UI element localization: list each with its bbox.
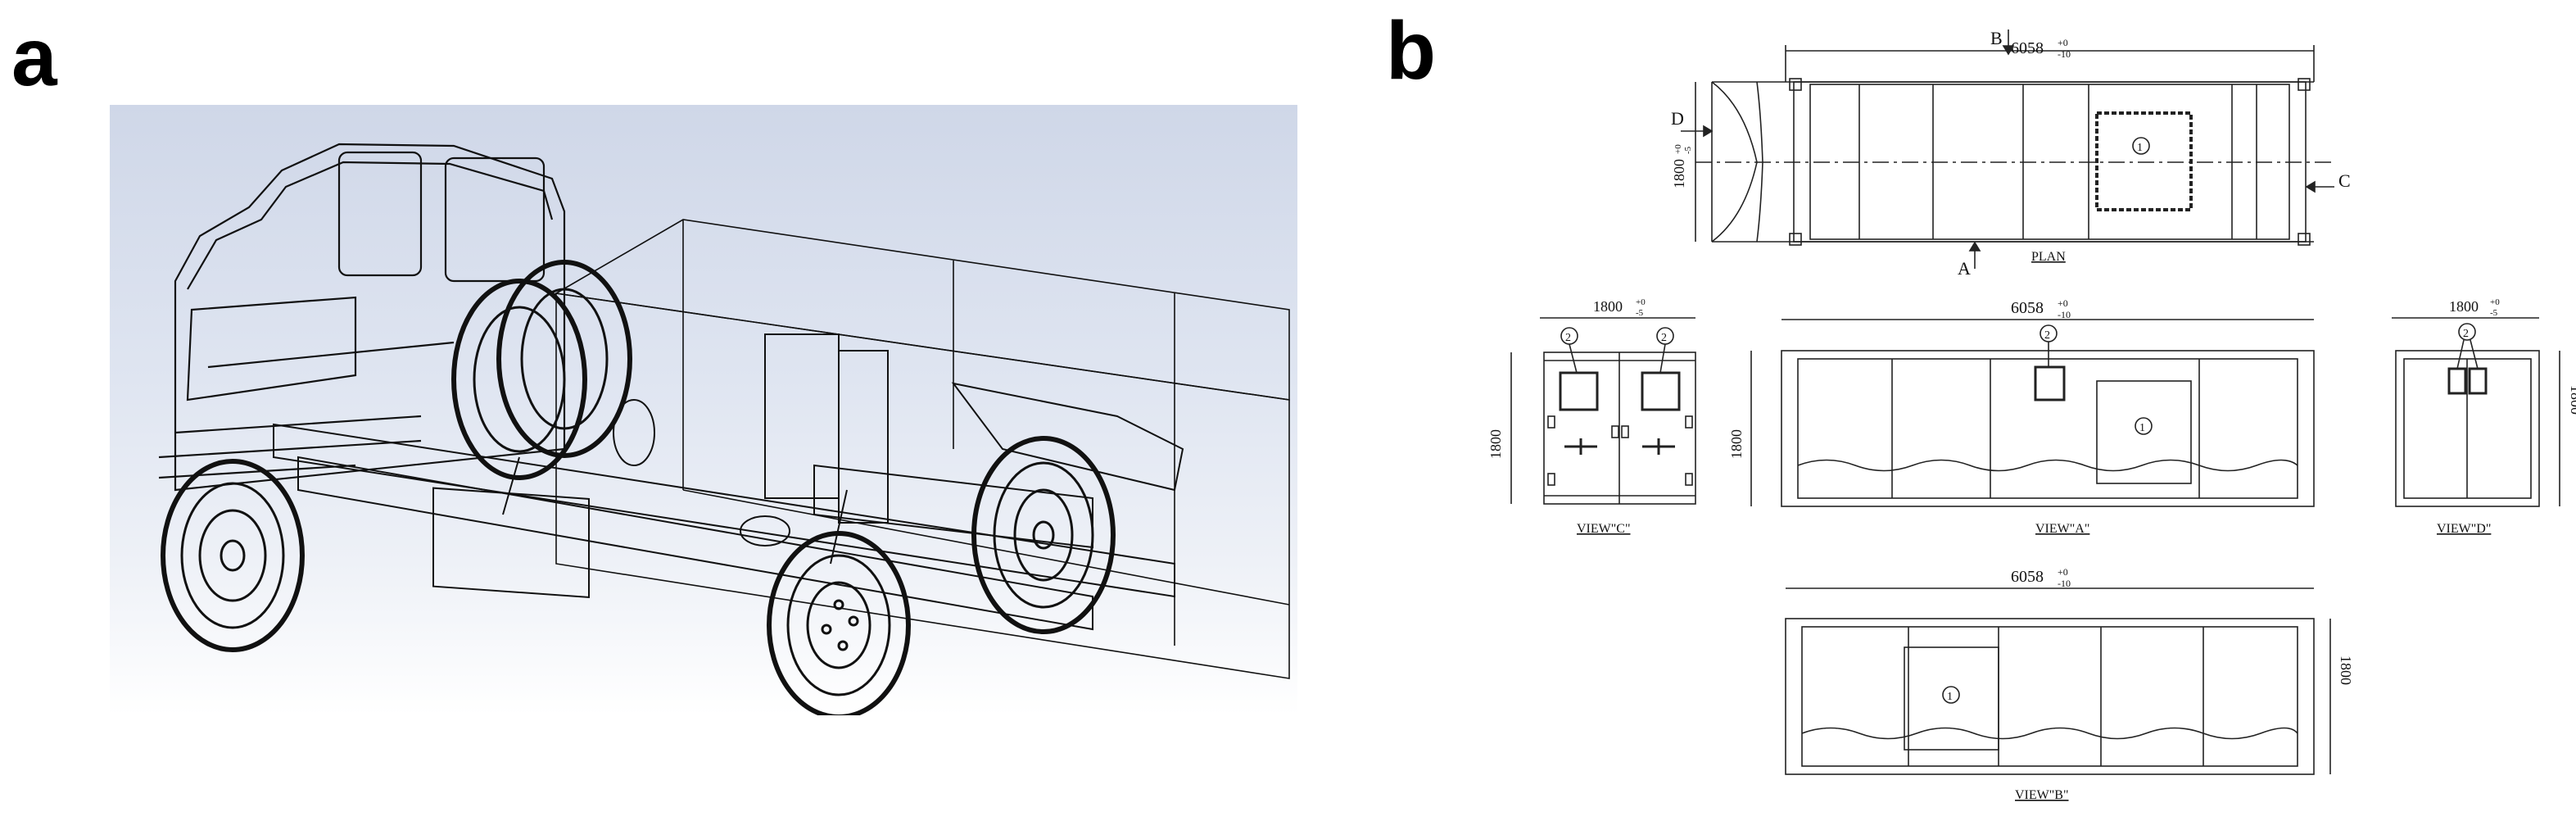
plan-view: 6058 +0 -10 B 1 — [1671, 28, 2351, 279]
caption-view-b: VIEW"B" — [2015, 788, 2069, 802]
view-a-tol-top: +0 — [2058, 297, 2068, 309]
view-c: 1800 +0 -5 2 2 1800 VIEW"C" — [1487, 297, 1696, 536]
view-c-marker-2b: 2 — [1661, 332, 1667, 344]
caption-view-a: VIEW"A" — [2035, 522, 2089, 536]
wheel-front-right — [451, 260, 632, 480]
view-c-tol-top: +0 — [1636, 297, 1646, 307]
view-b-height-dim: 1800 — [2338, 655, 2354, 685]
truck-wireframe-render — [110, 105, 1297, 715]
view-b-tol-top: +0 — [2058, 566, 2068, 578]
wheel-rear-right — [971, 436, 1116, 634]
cargo-box — [554, 219, 1290, 679]
view-c-tol-bot: -5 — [1636, 308, 1644, 318]
view-c-height-dim: 1800 — [1487, 429, 1504, 459]
plan-marker-1: 1 — [2137, 142, 2143, 154]
view-d-height-dim: 1800 — [2568, 385, 2576, 415]
view-c-marker-2a: 2 — [1565, 332, 1571, 344]
plan-length-tol-bot: -10 — [2058, 48, 2071, 60]
plan-width-tol-bot: -5 — [1683, 146, 1693, 154]
caption-view-d: VIEW"D" — [2437, 522, 2491, 536]
view-c-width-dim: 1800 — [1593, 298, 1623, 315]
view-a-tol-bot: -10 — [2058, 309, 2071, 320]
view-a-length-dim: 6058 — [2011, 299, 2044, 317]
view-b: 6058 +0 -10 1 1800 VIEW"B" — [1785, 566, 2354, 802]
plan-length-dim: 6058 — [2011, 39, 2044, 57]
view-b-marker-1: 1 — [1947, 691, 1953, 703]
caption-view-c: VIEW"C" — [1577, 522, 1631, 536]
view-a-height-dim: 1800 — [1728, 429, 1745, 459]
arrow-b-label: B — [1990, 28, 2003, 48]
view-d-marker-2: 2 — [2463, 328, 2469, 340]
caption-plan: PLAN — [2031, 250, 2066, 264]
view-a: 6058 +0 -10 1 2 1800 VIEW"A" — [1728, 297, 2315, 536]
panel-label-a: a — [11, 11, 57, 103]
view-d-tol-top: +0 — [2490, 297, 2500, 307]
chassis-frame — [273, 333, 1184, 631]
view-a-marker-2: 2 — [2044, 329, 2050, 342]
view-d-tol-bot: -5 — [2490, 308, 2498, 318]
plan-width-tol-top: +0 — [1673, 144, 1683, 154]
container-engineering-drawing: 6058 +0 -10 B 1 — [1466, 0, 2576, 821]
view-d: 1800 +0 -5 2 1800 VIEW"D" — [2392, 297, 2576, 536]
truck-cab — [158, 143, 566, 492]
plan-width-dim: 1800 — [1671, 159, 1687, 188]
arrow-c-label: C — [2338, 170, 2351, 191]
view-d-width-dim: 1800 — [2449, 298, 2479, 315]
view-b-tol-bot: -10 — [2058, 578, 2071, 589]
panel-label-b: b — [1386, 5, 1437, 97]
wheel-rear-left — [767, 531, 911, 715]
arrow-d-label: D — [1671, 108, 1684, 129]
view-a-marker-1: 1 — [2139, 422, 2145, 434]
arrow-a-label: A — [1958, 258, 1971, 279]
wheel-front-left — [161, 459, 305, 652]
plan-length-tol-top: +0 — [2058, 37, 2068, 48]
view-b-length-dim: 6058 — [2011, 568, 2044, 586]
